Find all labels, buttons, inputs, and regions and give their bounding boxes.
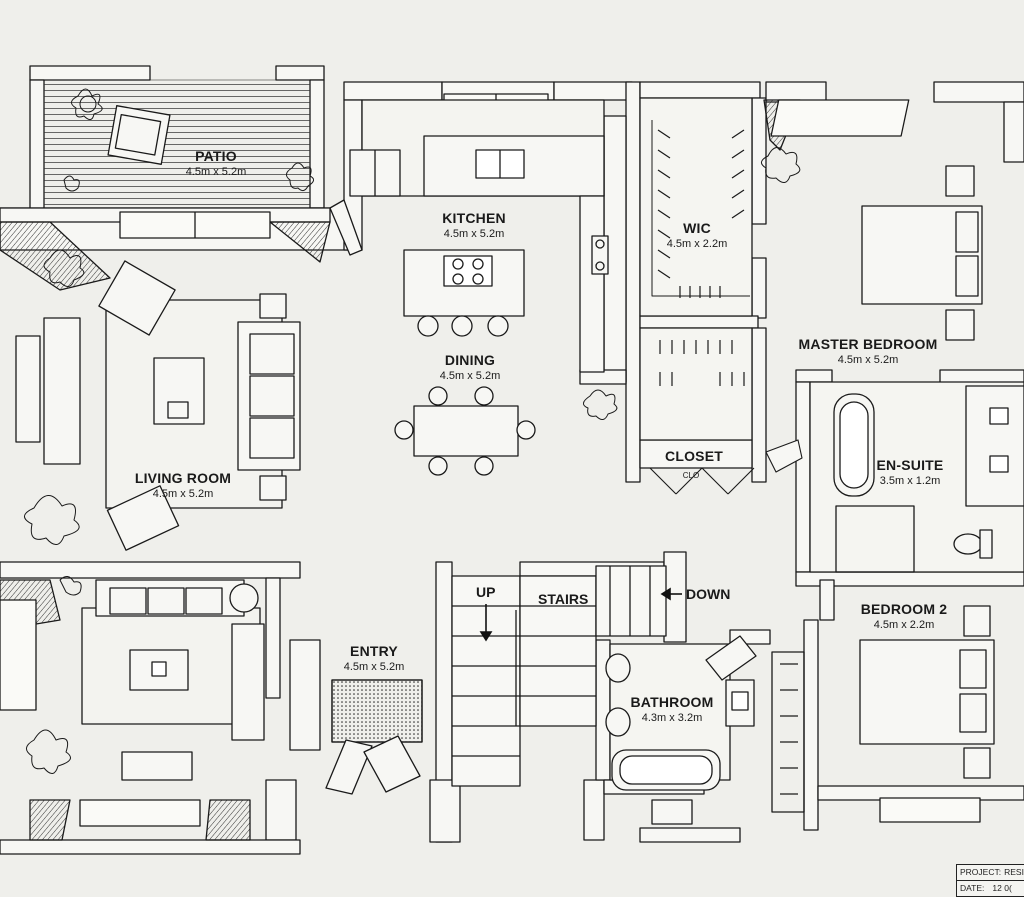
room-label-ensuite: EN-SUITE 3.5m x 1.2m xyxy=(877,457,944,487)
patio-chair xyxy=(107,105,171,165)
coffee-table-lower xyxy=(129,649,189,691)
living-dim: 4.5m x 5.2m xyxy=(152,488,214,500)
room-label-kitchen: KITCHEN 4.5m x 5.2m xyxy=(442,210,506,240)
ensuite-area xyxy=(809,381,1024,573)
tv-console-lower xyxy=(121,751,193,781)
toilet-ensuite xyxy=(953,529,993,559)
bed-2 xyxy=(859,639,995,745)
sofa xyxy=(237,321,301,471)
patio-area xyxy=(43,79,314,209)
patio-plant-2 xyxy=(286,162,314,192)
kitchen-stove xyxy=(591,235,609,275)
toilet-bath-1 xyxy=(605,653,631,683)
wic-dim: 4.5m x 2.2m xyxy=(666,238,728,250)
lower-plant-1 xyxy=(26,729,71,774)
bar-stools xyxy=(417,315,509,337)
room-label-dining: DINING 4.5m x 5.2m xyxy=(440,352,501,382)
room-label-bedroom2: BEDROOM 2 4.5m x 2.2m xyxy=(861,601,948,631)
kitchen-island xyxy=(403,249,525,317)
dining-set xyxy=(394,386,536,476)
title-block: PROJECT:RESI DATE: 12 0( xyxy=(956,864,1024,897)
kitchen-name: KITCHEN xyxy=(442,210,506,226)
stairs-up-label: UP xyxy=(476,584,496,600)
master-bedroom-area xyxy=(761,147,983,341)
vanity-bath xyxy=(651,679,755,825)
master-dim: 4.5m x 5.2m xyxy=(837,354,899,366)
entry-doors xyxy=(325,735,421,795)
tv-unit xyxy=(15,317,81,465)
date-label: DATE: xyxy=(960,883,985,893)
ensuite-dim: 3.5m x 1.2m xyxy=(879,475,941,487)
project-label: PROJECT: xyxy=(960,867,1002,877)
vanity-ensuite xyxy=(965,385,1024,507)
wic-name: WIC xyxy=(683,220,711,236)
kitchen-dim: 4.5m x 5.2m xyxy=(443,228,505,240)
shower-ensuite xyxy=(835,505,915,573)
fridge xyxy=(349,149,401,197)
room-label-bathroom: BATHROOM 4.3m x 3.2m xyxy=(631,694,714,724)
master-bed xyxy=(861,205,983,305)
ensuite-name: EN-SUITE xyxy=(876,457,944,473)
patio-dim: 4.5m x 5.2m xyxy=(185,166,247,178)
entry-area xyxy=(289,639,423,795)
closet-doors xyxy=(649,439,803,495)
wardrobe-2 xyxy=(771,651,805,813)
kitchen-sink xyxy=(475,149,525,179)
sofa-lower xyxy=(95,579,245,617)
bathtub-ensuite xyxy=(833,393,875,497)
armchair-1 xyxy=(98,260,176,336)
dining-dim: 4.5m x 5.2m xyxy=(439,370,501,382)
windows xyxy=(0,93,981,827)
patio-name: PATIO xyxy=(195,148,237,164)
walk-in-closet xyxy=(639,97,753,441)
staircase xyxy=(451,565,667,787)
bathroom-area xyxy=(605,635,757,825)
room-label-entry: ENTRY 4.5m x 5.2m xyxy=(344,643,405,673)
kitchen-area xyxy=(349,99,609,373)
stairs-down-label: DOWN xyxy=(686,586,731,602)
bedroom2-area xyxy=(771,605,995,813)
master-name: MASTER BEDROOM xyxy=(798,336,938,352)
project-value: RESI xyxy=(1004,867,1024,877)
date-value: 12 0( xyxy=(992,883,1012,893)
patio-plant-3 xyxy=(63,175,80,192)
bedroom2-name: BEDROOM 2 xyxy=(860,601,948,617)
lower-living-area xyxy=(26,576,265,781)
entry-dim: 4.5m x 5.2m xyxy=(343,661,405,673)
sofa-side xyxy=(231,623,265,741)
stairs-label: STAIRS xyxy=(538,591,589,607)
bathroom-dim: 4.3m x 3.2m xyxy=(641,712,703,724)
armchair-2 xyxy=(106,485,180,551)
dining-name: DINING xyxy=(444,352,496,368)
living-area xyxy=(15,249,301,551)
room-label-closet: CLOSET xyxy=(665,448,723,464)
living-name: LIVING ROOM xyxy=(134,470,232,486)
entry-name: ENTRY xyxy=(350,643,398,659)
room-label-master-bedroom: MASTER BEDROOM 4.5m x 5.2m xyxy=(799,336,938,366)
room-label-living: LIVING ROOM 4.5m x 5.2m xyxy=(135,470,231,500)
living-plant-2 xyxy=(24,495,80,545)
title-block-date-row: DATE: 12 0( xyxy=(957,881,1024,897)
closet-name: CLOSET xyxy=(665,448,723,464)
master-plant xyxy=(761,147,801,183)
toilet-bath-2 xyxy=(605,707,631,737)
living-plant-1 xyxy=(43,249,85,287)
room-label-wic: WIC 4.5m x 2.2m xyxy=(667,220,728,250)
patio-plant-1 xyxy=(71,88,103,120)
lower-plant-2 xyxy=(59,576,82,596)
bedroom2-dim: 4.5m x 2.2m xyxy=(873,619,935,631)
coffee-table xyxy=(153,357,205,425)
room-label-patio: PATIO 4.5m x 5.2m xyxy=(186,148,247,178)
bathroom-name: BATHROOM xyxy=(630,694,714,710)
title-block-project-row: PROJECT:RESI xyxy=(957,865,1024,881)
closet-door-mark: CLO xyxy=(682,471,700,480)
stair-arrows xyxy=(479,587,682,642)
closet-plant xyxy=(583,389,618,420)
bathtub-bath xyxy=(611,749,721,791)
